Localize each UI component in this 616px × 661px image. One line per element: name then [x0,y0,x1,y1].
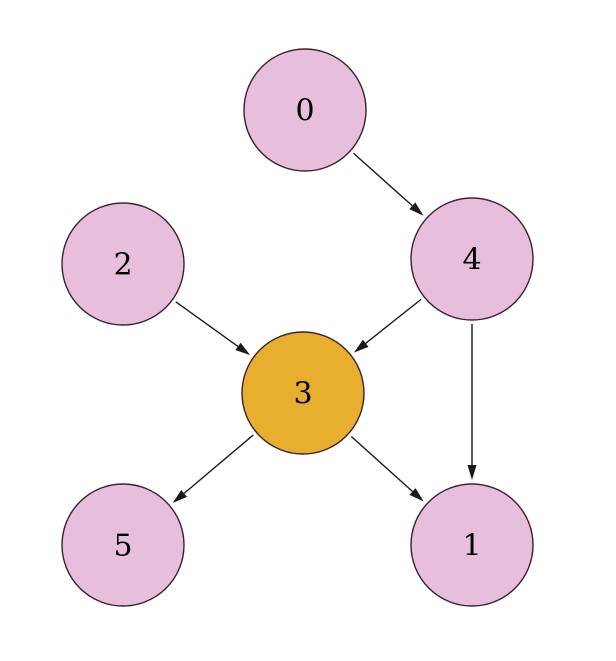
graph-node-4[interactable]: 4 [410,197,534,321]
node-circle[interactable] [61,202,185,326]
node-label: 4 [462,243,481,278]
graph-edge-2-to-3 [175,301,251,356]
edge-line [183,434,254,494]
graph-node-0[interactable]: 0 [243,48,367,172]
node-circle[interactable] [410,483,534,607]
arrowhead-icon [467,465,477,480]
arrowhead-icon [235,342,251,356]
graph-edge-0-to-4 [353,152,424,216]
graph-edge-3-to-5 [172,434,254,504]
arrowhead-icon [353,339,369,353]
node-label: 3 [293,377,312,412]
graph-node-3[interactable]: 3 [241,331,365,455]
node-label: 5 [113,529,132,564]
graph-node-2[interactable]: 2 [61,202,185,326]
graph-edge-3-to-1 [350,435,424,502]
arrowhead-icon [172,489,188,504]
node-circle[interactable] [410,197,534,321]
graph-node-1[interactable]: 1 [410,483,534,607]
edge-line [175,301,239,347]
edges-layer [172,152,477,504]
node-circle[interactable] [243,48,367,172]
edge-line [365,298,422,344]
edge-line [353,152,413,207]
arrowhead-icon [409,202,424,216]
node-label: 2 [113,248,132,283]
nodes-layer: 0 2 4 3 5 1 [61,48,534,607]
graph-edge-4-to-3 [353,298,422,353]
node-circle[interactable] [241,331,365,455]
edge-line [350,435,413,493]
graph-edge-4-to-1 [467,324,477,480]
arrowhead-icon [409,488,424,502]
graph-node-5[interactable]: 5 [61,483,185,607]
node-label: 0 [295,94,314,129]
node-label: 1 [462,529,481,564]
node-circle[interactable] [61,483,185,607]
